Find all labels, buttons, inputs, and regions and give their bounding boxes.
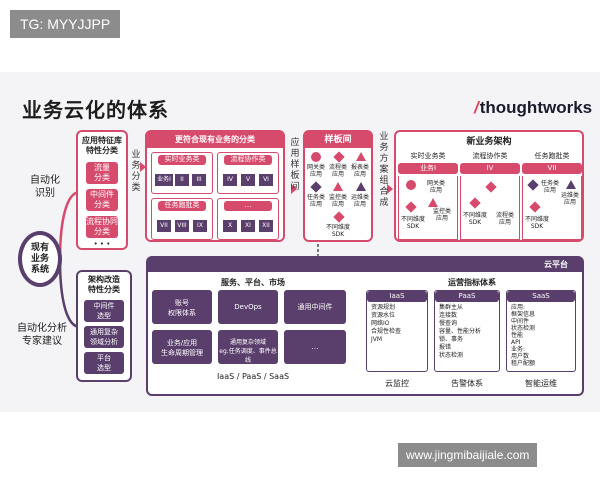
cloud-platform-panel: 云平台 服务、平台、市场 账号 权限体系 DevOps 通用中间件 业务/应用 … [146,256,584,396]
brand-logo: /thoughtworks [474,98,593,117]
feature-item: 流程协同 分类 [86,216,118,238]
bottom-watermark: www.jingmibaijiale.com [398,443,538,467]
architecture-title: 新业务架构 [466,137,512,147]
ops-title: 运营指标体系 [448,278,496,287]
service-item: 账号 权限体系 [152,290,212,324]
ops-footer: 云监控 [385,379,409,388]
biz-classify-label: 业务 分类 [131,150,141,193]
services-footer: IaaS / PaaS / SaaS [216,372,290,381]
app-features-title: 应用特征库 特性分类 [82,136,122,155]
classify-group: … X XI XII [217,198,279,240]
cloud-platform-label: 云平台 [544,260,568,269]
monitor-app-icon [333,182,343,191]
service-item: 通用中间件 [284,290,346,324]
services-title: 服务、平台、市场 [221,278,285,287]
auto-analysis-label: 自动化分析 专家建议 [17,323,67,347]
task-app-icon [310,181,322,193]
app-features-panel: 应用特征库 特性分类 流量 分类 中间件 分类 流程协同 分类 • • • [76,130,128,250]
feature-item: 流量 分类 [86,162,118,184]
template-room-panel: 样板间 网关类 应用 流程类 应用 报表类 应用 任务类 应用 监控类 应用 运… [303,130,373,242]
report-app-icon [356,152,366,161]
classify-group: 实时业务类 业务I II III [151,152,213,194]
classify-group: 流程协作类 IV V VI [217,152,279,194]
classify-group: 任务跑批类 VII VIII IX [151,198,213,240]
transform-item: 中间件 选型 [84,300,124,322]
diagram-title: 业务云化的体系 [22,98,169,122]
ops-footer: 告警体系 [451,379,483,388]
transform-item: 平台 选型 [84,352,124,374]
top-watermark: TG: MYYJJPP [10,10,121,38]
ops-column: PaaS 集群主从连接数慢查询容量、性能分析锁、事务报错状态检测 [434,290,500,372]
service-item: DevOps [218,290,278,324]
sdk-icon [333,211,345,223]
arch-column: 流程协作类 IV 不同维度 SDK 流程类 应用 [460,152,520,240]
gateway-app-icon [311,152,321,162]
feature-more: • • • [93,240,111,248]
diagram-canvas: 业务云化的体系 /thoughtworks 自动化 识别 自动化分析 专家建议 … [0,72,600,412]
auto-identify-label: 自动化 识别 [30,175,60,199]
app-template-label: 应用 样板 间 [290,138,300,192]
classification-panel: 更符合现有业务的分类 实时业务类 业务I II III 流程协作类 IV V V… [145,130,285,242]
transform-item: 通用复杂 领域分析 [84,326,124,348]
service-item: 通用复杂领域 eg.任务调度、事件总线 [218,330,278,364]
feature-item: 中间件 分类 [86,189,118,211]
biz-combo-label: 业务 方案 组合 成 [379,132,389,208]
existing-system-node: 现有 业务 系统 [18,231,62,287]
classification-title: 更符合现有业务的分类 [147,132,283,148]
arch-column: 实时业务类 业务I 网关类 应用 监控类 应用 不同维度 SDK [398,152,458,240]
ops-footer: 智能运维 [525,379,557,388]
arch-column: 任务跑批类 VII 任务类 应用 运维类 应用 不同维度 SDK [522,152,582,240]
service-item: … [284,330,346,364]
ops-app-icon [356,182,366,191]
process-app-icon [333,151,345,163]
new-architecture-panel: 新业务架构 实时业务类 业务I 网关类 应用 监控类 应用 不同维度 SDK 流… [394,130,584,242]
arch-transform-title: 架构改造 特性分类 [88,275,120,294]
template-room-title: 样板间 [305,132,371,148]
arch-transform-panel: 架构改造 特性分类 中间件 选型 通用复杂 领域分析 平台 选型 [76,270,132,382]
service-item: 业务/应用 生命周期管理 [152,330,212,364]
